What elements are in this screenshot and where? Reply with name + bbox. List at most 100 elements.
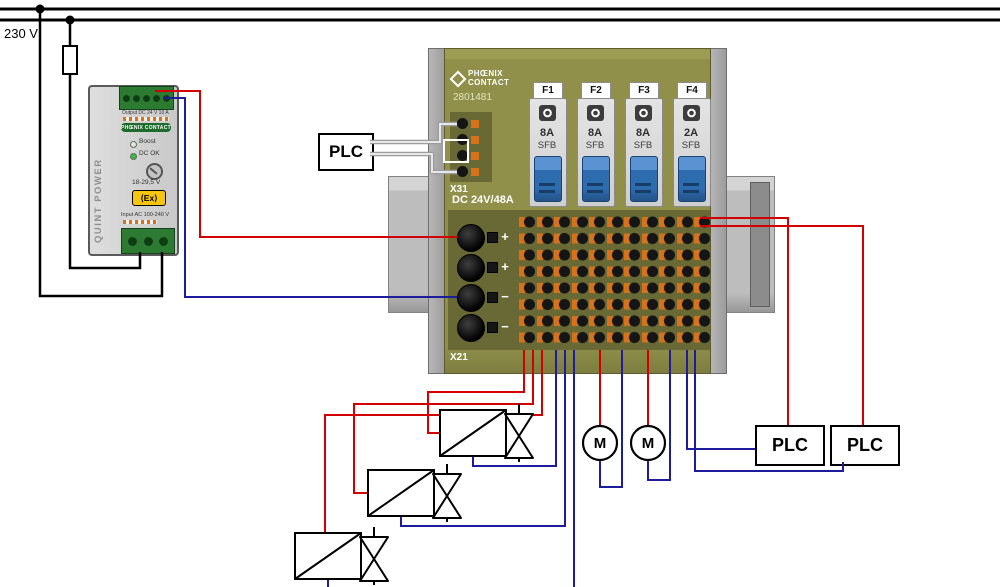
- terminal-screw-icon: [128, 236, 138, 246]
- x31-terminal-2-lever[interactable]: [471, 136, 479, 144]
- terminal-column[interactable]: [623, 214, 640, 346]
- x31-label: X31: [450, 184, 468, 195]
- breaker-f3-switch[interactable]: [630, 156, 658, 202]
- motor-1-symbol: [581, 424, 619, 462]
- rocker-grip-icon: [635, 181, 651, 195]
- x21-sign-3: −: [501, 289, 509, 304]
- psu-dc-ok-label: DC OK: [139, 150, 160, 157]
- x31-terminal-3-lever[interactable]: [471, 152, 479, 160]
- rocker-grip-icon: [539, 181, 555, 195]
- terminal-column[interactable]: [693, 214, 710, 346]
- solenoid-coil-3-diagonal: [294, 532, 362, 580]
- x21-release-button-1[interactable]: [487, 232, 498, 243]
- x21-sign-1: +: [501, 229, 509, 244]
- breaker-trip-icon: [683, 105, 700, 121]
- breaker-f4-rating: 2A: [683, 127, 699, 139]
- breaker-f2-rating: 8A: [587, 127, 603, 139]
- breaker-trip-icon: [635, 105, 652, 121]
- psu-dip-indicators-icon: [123, 117, 169, 121]
- psu-output-label: Output DC 24 V 10 A: [122, 110, 169, 116]
- valve-3-body-icon: [359, 558, 389, 582]
- din-rail-end-clamp: [750, 182, 770, 307]
- x21-label: X21: [450, 352, 468, 363]
- x31-terminal-1[interactable]: [457, 118, 468, 129]
- valve-1-body-icon: [504, 413, 534, 437]
- breaker-f1-rating: 8A: [539, 127, 555, 139]
- breaker-f3-label: F3: [629, 82, 659, 99]
- psu-input-terminal-block[interactable]: [121, 228, 175, 254]
- breaker-f2-label: F2: [581, 82, 611, 99]
- x31-terminal-1-lever[interactable]: [471, 120, 479, 128]
- wire-red-valve-3: [324, 350, 543, 533]
- psu-product-name: QUINT POWER: [93, 158, 104, 243]
- valve-3-body-icon: [359, 536, 389, 560]
- junction-dot-icon: [65, 15, 75, 25]
- wire-blue-valve-2: [400, 350, 566, 527]
- x31-terminal-4[interactable]: [457, 166, 468, 177]
- ex-rating-badge: ⟨Ex⟩: [132, 190, 166, 206]
- x21-sign-2: +: [501, 259, 509, 274]
- fuse-icon: [62, 45, 78, 75]
- terminal-column[interactable]: [606, 214, 623, 346]
- psu-output-terminal-block[interactable]: [119, 86, 174, 110]
- breaker-f4-label: F4: [677, 82, 707, 99]
- breaker-trip-icon: [539, 105, 556, 121]
- x21-terminal-minus-2[interactable]: [457, 314, 485, 342]
- breaker-trip-icon: [587, 105, 604, 121]
- terminal-column[interactable]: [518, 214, 535, 346]
- motor-2-symbol: [629, 424, 667, 462]
- x31-terminal-4-lever[interactable]: [471, 168, 479, 176]
- solenoid-coil-1-diagonal: [439, 409, 507, 457]
- psu-boost-label: Boost: [139, 138, 156, 145]
- terminal-screw-icon: [133, 94, 140, 102]
- psu-brand-badge: PHŒNIX CONTACT: [121, 123, 171, 132]
- valve-2-body-icon: [432, 495, 462, 519]
- psu-input-label: Input AC 100-240 V: [121, 212, 170, 218]
- plc-box-right-2: PLC: [830, 425, 900, 466]
- device-endcap-right: [709, 48, 727, 374]
- x21-terminal-minus-1[interactable]: [457, 284, 485, 312]
- x31-terminal-3[interactable]: [457, 150, 468, 161]
- dc-ok-led-icon: [130, 153, 137, 160]
- terminal-column[interactable]: [536, 214, 553, 346]
- x21-terminal-plus-1[interactable]: [457, 224, 485, 252]
- x31-connector-outline-icon: [443, 139, 469, 163]
- solenoid-coil-2: [367, 469, 435, 517]
- plc-box-right-1: PLC: [755, 425, 825, 466]
- motor-2-label: M: [642, 435, 655, 452]
- terminal-column[interactable]: [571, 214, 588, 346]
- junction-dot-icon: [35, 4, 45, 14]
- solenoid-coil-3: [294, 532, 362, 580]
- x21-release-button-4[interactable]: [487, 322, 498, 333]
- valve-1-body-icon: [504, 435, 534, 459]
- terminal-screw-icon: [158, 236, 168, 246]
- phoenix-logo-icon: [449, 70, 467, 87]
- breaker-f4-switch[interactable]: [678, 156, 706, 202]
- device-order-number: 2801481: [453, 92, 492, 103]
- x21-release-button-3[interactable]: [487, 292, 498, 303]
- breaker-f4-series: SFB: [681, 140, 701, 151]
- breaker-f1-switch[interactable]: [534, 156, 562, 202]
- solenoid-coil-1: [439, 409, 507, 457]
- x21-release-button-2[interactable]: [487, 262, 498, 273]
- breaker-f2-switch[interactable]: [582, 156, 610, 202]
- plc-box-top: PLC: [318, 133, 374, 171]
- terminal-screw-icon: [123, 94, 130, 102]
- terminal-screw-icon: [143, 94, 150, 102]
- terminal-column[interactable]: [676, 214, 693, 346]
- terminal-screw-icon: [153, 94, 160, 102]
- terminal-screw-icon: [143, 236, 153, 246]
- x21-sign-4: −: [501, 319, 509, 334]
- x21-terminal-plus-2[interactable]: [457, 254, 485, 282]
- voltage-adjust-knob[interactable]: [146, 163, 163, 180]
- terminal-column[interactable]: [553, 214, 570, 346]
- voltage-label: 230 V: [4, 26, 38, 41]
- breaker-f3-series: SFB: [633, 140, 653, 151]
- rocker-grip-icon: [683, 181, 699, 195]
- terminal-column[interactable]: [658, 214, 675, 346]
- breaker-f1-label: F1: [533, 82, 563, 99]
- terminal-column[interactable]: [641, 214, 658, 346]
- terminal-column[interactable]: [588, 214, 605, 346]
- din-rail-left: [388, 176, 430, 313]
